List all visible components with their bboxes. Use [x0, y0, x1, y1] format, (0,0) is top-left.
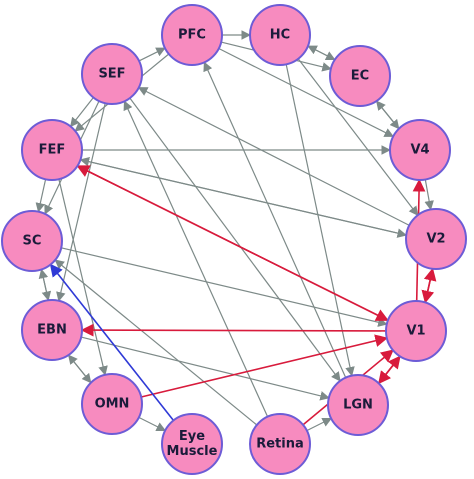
edge-lgn-to-pfc — [203, 61, 347, 378]
edge-retina-to-lgn — [306, 417, 333, 432]
edge-v1-to-lgn — [378, 356, 401, 385]
node-label: PFC — [178, 28, 206, 43]
node-label: OMN — [95, 397, 130, 412]
edge-eyemuscle-to-sc — [49, 263, 175, 421]
node-lgn[interactable]: LGN — [327, 374, 389, 436]
node-label: Eye — [179, 429, 205, 444]
node-circle — [1, 210, 63, 272]
edge-sef-to-lgn — [129, 97, 341, 382]
node-hc[interactable]: HC — [249, 4, 311, 66]
edge-ebn-to-sc — [38, 268, 49, 301]
edge-omn-to-ebn — [67, 354, 92, 383]
node-label: EC — [351, 69, 369, 84]
edge-hc-to-lgn — [285, 64, 355, 377]
node-circle — [81, 373, 143, 435]
node-omn[interactable]: OMN — [81, 373, 143, 435]
node-sef[interactable]: SEF — [81, 43, 143, 105]
node-label: FEF — [39, 143, 66, 158]
edge-pfc-to-v4 — [218, 47, 395, 138]
edge-fef-to-sc — [35, 179, 47, 213]
node-fef[interactable]: FEF — [21, 119, 83, 181]
edge-v2-to-v1 — [421, 268, 435, 304]
node-ec[interactable]: EC — [329, 45, 391, 107]
edge-sef-to-pfc — [138, 47, 166, 62]
node-v4[interactable]: V4 — [389, 119, 451, 181]
edge-retina-to-sc — [54, 259, 258, 426]
edge-ebn-to-lgn — [80, 336, 330, 401]
node-circle — [21, 299, 83, 361]
edge-omn-to-v1 — [141, 334, 389, 398]
node-circle — [161, 413, 223, 475]
edge-v4-to-v2 — [424, 179, 434, 211]
node-circle — [385, 300, 447, 362]
node-label: V1 — [406, 324, 425, 339]
node-circle — [329, 45, 391, 107]
node-label: Muscle — [167, 444, 218, 459]
node-v1[interactable]: V1 — [385, 300, 447, 362]
node-circle — [405, 208, 467, 270]
node-pfc[interactable]: PFC — [161, 4, 223, 66]
node-ebn[interactable]: EBN — [21, 299, 83, 361]
edge-v2-to-sef — [137, 87, 410, 226]
node-label: SEF — [98, 67, 125, 82]
node-label: Retina — [256, 437, 304, 452]
edge-fef-to-omn — [58, 179, 108, 376]
node-circle — [21, 119, 83, 181]
node-circle — [389, 119, 451, 181]
node-label: SC — [23, 234, 42, 249]
node-label: HC — [270, 28, 290, 43]
node-circle — [327, 374, 389, 436]
node-label: LGN — [343, 398, 373, 413]
edges-layer — [35, 30, 437, 432]
node-sc[interactable]: SC — [1, 210, 63, 272]
edge-retina-to-sef — [123, 100, 269, 417]
node-v2[interactable]: V2 — [405, 208, 467, 270]
edge-omn-to-eyemuscle — [138, 416, 167, 432]
node-label: EBN — [37, 323, 67, 338]
node-label: V4 — [410, 143, 429, 158]
edge-v4-to-ec — [375, 100, 400, 129]
edge-hc-to-ec — [307, 45, 336, 61]
node-circle — [249, 4, 311, 66]
edge-sef-to-ebn — [56, 103, 106, 302]
node-circle — [161, 4, 223, 66]
node-label: V2 — [426, 232, 445, 247]
edge-sc-to-v1 — [61, 247, 388, 327]
edge-v1-to-ebn — [80, 323, 387, 337]
edge-v1-to-fef — [76, 165, 389, 322]
node-retina[interactable]: Retina — [249, 413, 311, 475]
edge-fef-to-v2 — [80, 159, 408, 238]
node-circle — [249, 413, 311, 475]
edge-sef-to-fef — [70, 97, 94, 128]
node-circle — [81, 43, 143, 105]
edge-hc-to-v2 — [297, 58, 419, 216]
